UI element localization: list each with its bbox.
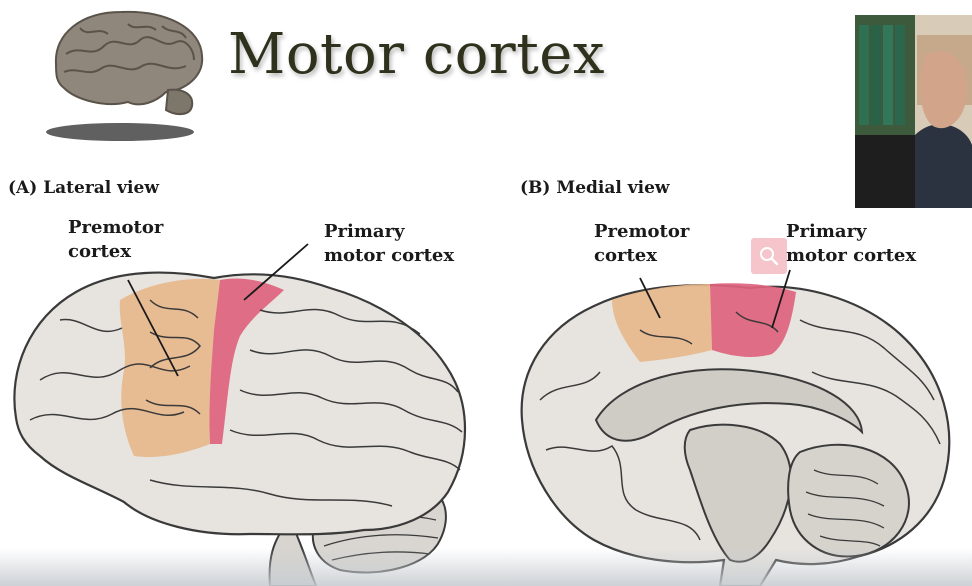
medial-primary-motor-label: Primary motor cortex	[786, 220, 916, 268]
lateral-primary-line1: Primary	[324, 221, 405, 242]
panel-label-medial: (B) Medial view	[520, 178, 670, 198]
webcam-feed-image	[855, 15, 972, 208]
medial-primary-line1: Primary	[786, 221, 867, 242]
medial-premotor-label: Premotor cortex	[594, 220, 689, 268]
lateral-brain-illustration	[13, 243, 467, 586]
medial-premotor-line1: Premotor	[594, 221, 690, 242]
lateral-premotor-label: Premotor cortex	[68, 216, 163, 264]
bottom-fade	[0, 548, 972, 586]
medial-premotor-line2: cortex	[594, 245, 657, 266]
magnifier-icon	[760, 247, 779, 266]
lateral-primary-line2: motor cortex	[324, 245, 455, 266]
lateral-premotor-line1: Premotor	[68, 217, 164, 238]
medial-primary-line2: motor cortex	[786, 245, 917, 266]
lateral-primary-motor-label: Primary motor cortex	[324, 220, 454, 268]
page-title: Motor cortex	[228, 22, 605, 87]
zoom-button[interactable]	[751, 238, 787, 274]
panel-label-lateral: (A) Lateral view	[8, 178, 159, 198]
webcam-overlay	[855, 15, 972, 208]
lateral-premotor-line2: cortex	[68, 241, 131, 262]
brain-logo-icon	[46, 10, 204, 141]
medial-brain-illustration	[520, 269, 951, 586]
